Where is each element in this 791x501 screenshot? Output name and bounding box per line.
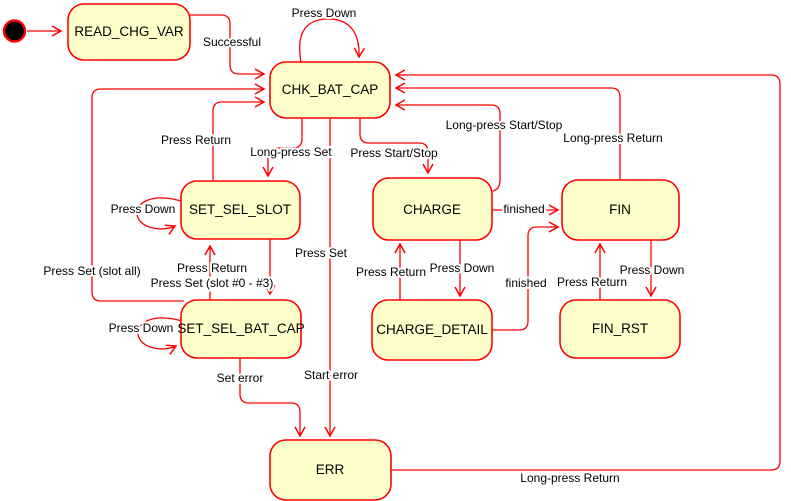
state-fin-rst-label: FIN_RST — [592, 321, 648, 336]
edge-label-finished-detail: finished — [505, 276, 546, 290]
state-charge-detail: CHARGE_DETAIL — [371, 299, 493, 361]
edge-label-press-return-batcap: Press Return — [177, 261, 247, 275]
state-charge: CHARGE — [372, 177, 493, 241]
edge-charge-to-chk-bat-cap — [394, 99, 501, 192]
state-chk-bat-cap-box — [269, 61, 391, 119]
edge-label-long-press-start-stop: Long-press Start/Stop — [446, 118, 563, 132]
state-err-label: ERR — [316, 462, 345, 477]
edge-label-press-set: Press Set — [295, 246, 348, 260]
state-read-chg-var-label: READ_CHG_VAR — [74, 24, 184, 39]
state-set-sel-bat-cap-box — [180, 299, 302, 359]
edge-label-press-down-charge: Press Down — [430, 261, 495, 275]
edge-charge-detail-to-fin — [492, 221, 560, 331]
state-charge-box — [372, 177, 493, 241]
edge-label-press-return-charge: Press Return — [356, 265, 426, 279]
edge-label-set-error: Set error — [217, 371, 264, 385]
state-err: ERR — [269, 439, 392, 501]
edge-read-chg-var-to-chk-bat-cap — [190, 14, 266, 80]
edge-label-press-down-fin: Press Down — [620, 263, 685, 277]
state-fin-rst-box — [559, 299, 681, 359]
state-charge-label: CHARGE — [403, 202, 461, 217]
edge-label-long-press-return-err: Long-press Return — [520, 471, 619, 485]
edge-label-long-press-return-fin: Long-press Return — [563, 131, 662, 145]
state-set-sel-slot-label: SET_SEL_SLOT — [189, 202, 291, 217]
edge-label-press-start-stop: Press Start/Stop — [350, 146, 438, 160]
edge-label-press-return-fin-rst: Press Return — [557, 275, 627, 289]
edge-set-sel-bat-cap-to-chk-bat-cap — [91, 83, 266, 302]
edge-err-to-chk-bat-cap — [391, 69, 781, 471]
edge-label-press-down-batcap-loop: Press Down — [109, 321, 174, 335]
state-set-sel-slot-box — [180, 180, 301, 240]
state-read-chg-var-box — [67, 3, 191, 61]
state-set-sel-bat-cap-label: SET_SEL_BAT_CAP — [177, 321, 304, 336]
edge-label-start-error: Start error — [304, 368, 358, 382]
edge-label-press-return-slot: Press Return — [161, 133, 231, 147]
state-chk-bat-cap: CHK_BAT_CAP — [269, 61, 391, 119]
edge-set-sel-bat-cap-to-err — [239, 358, 306, 438]
edge-label-press-down-chk: Press Down — [292, 6, 357, 20]
edge-label-long-press-set: Long-press Set — [250, 145, 332, 159]
initial-state-marker — [2, 19, 27, 43]
state-set-sel-bat-cap: SET_SEL_BAT_CAP — [177, 299, 305, 359]
state-err-box — [269, 439, 392, 501]
edge-chk-bat-cap-to-set-sel-slot — [262, 118, 303, 178]
edge-set-sel-slot-to-chk-bat-cap — [212, 96, 266, 180]
state-fin: FIN — [561, 179, 680, 241]
state-charge-detail-label: CHARGE_DETAIL — [376, 322, 488, 337]
edge-chk-bat-cap-to-charge — [359, 118, 434, 175]
edge-set-sel-bat-cap-self-loop — [137, 317, 183, 355]
state-fin-label: FIN — [609, 202, 631, 217]
state-read-chg-var: READ_CHG_VAR — [67, 3, 191, 61]
edge-set-sel-slot-self-loop — [136, 197, 182, 235]
state-charge-detail-box — [371, 299, 493, 361]
edge-chk-bat-cap-self-loop — [299, 18, 365, 63]
edge-label-press-set-slot-all: Press Set (slot all) — [43, 264, 140, 278]
edge-label-finished-charge: finished — [503, 202, 544, 216]
state-set-sel-slot: SET_SEL_SLOT — [180, 180, 301, 240]
state-chk-bat-cap-label: CHK_BAT_CAP — [282, 82, 379, 97]
edge-label-press-down-slot-loop: Press Down — [111, 202, 176, 216]
state-fin-box — [561, 179, 680, 241]
edge-label-successful: Successful — [203, 35, 261, 49]
state-fin-rst: FIN_RST — [559, 299, 681, 359]
edge-label-press-set-slot-0-3: Press Set (slot #0 - #3) — [151, 276, 274, 290]
edge-fin-to-chk-bat-cap — [394, 82, 621, 180]
